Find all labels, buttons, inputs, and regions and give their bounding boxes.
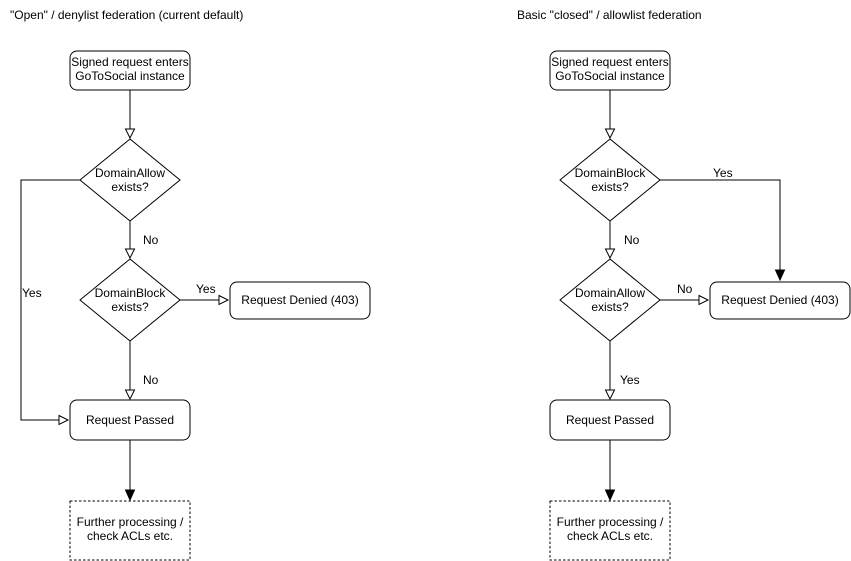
edge-decision1-yes-to-passed [20,179,80,426]
edge-label-no-2: No [143,373,159,387]
flow-title: "Open" / denylist federation (current de… [10,8,243,22]
decision1-label-line2: exists? [111,180,149,194]
decision2-node: DomainBlock exists? [79,258,181,342]
edge-label-yes-branch: Yes [713,166,733,180]
decision1-label-line1: DomainAllow [95,166,165,180]
further-node-label-line2: check ACLs etc. [87,529,173,543]
edge-label-no-denied: No [677,282,693,296]
decision2-label-line1: DomainBlock [95,286,167,300]
edge-label-yes-branch: Yes [22,286,42,300]
further-node-box [549,500,671,561]
decision1-label-line2: exists? [591,180,629,194]
passed-node-label: Request Passed [566,413,654,427]
denied-node-label: Request Denied (403) [721,293,838,307]
further-node-label-line1: Further processing / [77,515,184,529]
edge-label-yes-denied: Yes [196,282,216,296]
further-node-label-line2: check ACLs etc. [567,529,653,543]
start-node-label-line1: Signed request enters [551,55,668,69]
start-node-label-line2: GoToSocial instance [75,69,185,83]
denied-node-label: Request Denied (403) [241,293,358,307]
denied-node-box [709,281,851,320]
passed-node: Request Passed [69,399,191,441]
passed-node-label: Request Passed [86,413,174,427]
edge-decision1-yes-to-denied [660,179,786,282]
denied-node: Request Denied (403) [229,281,371,320]
flow-title: Basic "closed" / allowlist federation [517,8,702,22]
start-node: Signed request enters GoToSocial instanc… [549,50,671,91]
further-node: Further processing / check ACLs etc. [69,500,191,561]
further-node-label-line1: Further processing / [557,515,664,529]
decision1-node: DomainBlock exists? [559,138,661,222]
passed-node: Request Passed [549,399,671,441]
edge-label-no-1: No [624,233,640,247]
further-node-box [69,500,191,561]
flow-open-denylist: "Open" / denylist federation (current de… [10,8,371,561]
decision2-node: DomainAllow exists? [559,258,661,342]
edge-label-no-1: No [143,233,159,247]
further-node: Further processing / check ACLs etc. [549,500,671,561]
denied-node: Request Denied (403) [709,281,851,320]
start-node-label-line2: GoToSocial instance [555,69,665,83]
decision2-label-line2: exists? [111,300,149,314]
start-node-label-line1: Signed request enters [71,55,188,69]
denied-node-box [229,281,371,320]
decision2-label-line1: DomainAllow [575,286,645,300]
decision1-label-line1: DomainBlock [575,166,647,180]
decision2-label-line2: exists? [591,300,629,314]
start-node: Signed request enters GoToSocial instanc… [69,50,191,91]
flow-closed-allowlist: Basic "closed" / allowlist federation Si… [517,8,851,561]
decision1-node: DomainAllow exists? [79,138,181,222]
edge-label-yes-2: Yes [620,373,640,387]
